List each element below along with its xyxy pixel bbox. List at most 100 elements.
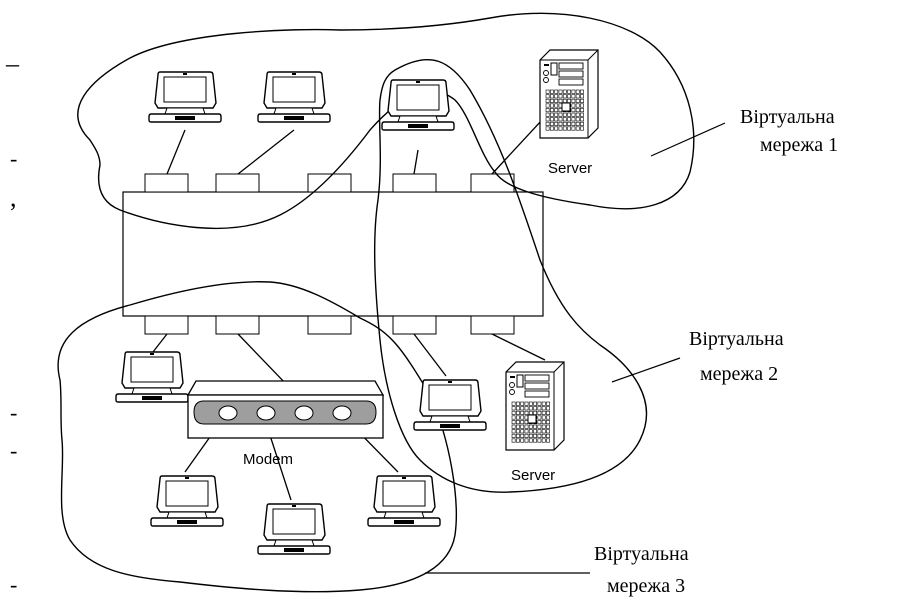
server-vent: [528, 424, 533, 429]
server-vent: [511, 420, 516, 425]
vlan-2-label-line1: Віртуальна: [689, 328, 784, 350]
server-vent: [580, 108, 584, 113]
server-vent: [554, 98, 559, 103]
server-vent: [541, 410, 546, 415]
server-vent: [567, 112, 572, 117]
server-vent: [516, 410, 520, 415]
server-vent: [511, 401, 516, 406]
server-vent: [562, 89, 567, 94]
server-vent: [528, 410, 533, 415]
port-icon: [392, 315, 437, 335]
server-vent: [533, 438, 538, 443]
server-vent: [545, 121, 550, 126]
server-vent: [520, 429, 525, 434]
server-vent: [571, 89, 576, 94]
server-vent: [554, 126, 559, 131]
server-vent: [511, 424, 516, 429]
server-vent: [533, 429, 538, 434]
server-vent: [550, 121, 554, 126]
server-vent: [562, 126, 567, 131]
server-vent: [537, 433, 542, 438]
server-vent: [575, 112, 580, 117]
server-vent: [558, 112, 563, 117]
server-vent: [537, 429, 542, 434]
vlan-boundaries: [57, 12, 695, 593]
server-vent: [516, 438, 520, 443]
server-vent: [541, 429, 546, 434]
server-vent: [546, 415, 550, 420]
server-vent: [580, 112, 584, 117]
server-vent: [541, 424, 546, 429]
laptop-computer-icon: [257, 503, 331, 555]
server-vent: [528, 429, 533, 434]
server-vent: [567, 94, 572, 99]
server-drive-icon: [561, 102, 571, 112]
server-vent: [562, 98, 567, 103]
server-vent: [558, 117, 563, 122]
server-vent: [571, 98, 576, 103]
server-vent: [571, 121, 576, 126]
server-vent: [524, 438, 529, 443]
server-vent: [537, 415, 542, 420]
server-vent: [580, 89, 584, 94]
server-vent: [571, 117, 576, 122]
laptop-computer-icon: [115, 351, 189, 403]
server-vent: [550, 103, 554, 108]
server-vent: [567, 121, 572, 126]
server-vent: [550, 89, 554, 94]
server-vent: [571, 94, 576, 99]
server-vent: [550, 94, 554, 99]
port-icon: [144, 315, 189, 335]
server-vent: [580, 121, 584, 126]
port-icon: [215, 315, 260, 335]
server-vent: [533, 410, 538, 415]
vlan-2-boundary: [373, 59, 648, 493]
server-vent: [580, 94, 584, 99]
server-vent: [511, 410, 516, 415]
margin-mark: -: [10, 572, 17, 597]
server-vent: [541, 415, 546, 420]
server-vent: [546, 424, 550, 429]
server-vent: [541, 433, 546, 438]
server-vent: [554, 108, 559, 113]
server-vent: [571, 112, 576, 117]
server-vent: [575, 89, 580, 94]
server-vent: [571, 108, 576, 113]
laptop-computer-icon: [367, 475, 441, 527]
vlan-1-boundary: [77, 12, 695, 230]
server-vent: [550, 108, 554, 113]
server-vent: [511, 406, 516, 411]
server-vent: [545, 108, 550, 113]
server-vent: [562, 94, 567, 99]
margin-mark: -: [10, 146, 17, 171]
server-vent: [575, 126, 580, 131]
port-icon: [215, 173, 260, 193]
tower-server-icon: [539, 49, 599, 139]
server-vent: [528, 406, 533, 411]
server-vent: [524, 424, 529, 429]
server-vent: [575, 117, 580, 122]
server-vent: [516, 429, 520, 434]
server-vent: [554, 89, 559, 94]
server-vent: [524, 401, 529, 406]
server-vent: [537, 401, 542, 406]
server-vent: [528, 401, 533, 406]
laptop-computer-icon: [381, 79, 455, 131]
tower-server-icon: [505, 361, 565, 451]
server-vent: [541, 401, 546, 406]
server-label: Server: [511, 467, 555, 484]
server-vent: [545, 126, 550, 131]
server-vent: [546, 438, 550, 443]
server-vent: [545, 103, 550, 108]
server-vent: [558, 126, 563, 131]
server-vent: [558, 98, 563, 103]
server-vent: [567, 117, 572, 122]
margin-mark: ,: [10, 183, 17, 212]
server-vent: [558, 89, 563, 94]
server-vent: [558, 94, 563, 99]
server-vent: [567, 89, 572, 94]
vlan-3-label-line2: мережа 3: [607, 575, 685, 597]
server-vent: [546, 410, 550, 415]
server-vent: [520, 420, 525, 425]
